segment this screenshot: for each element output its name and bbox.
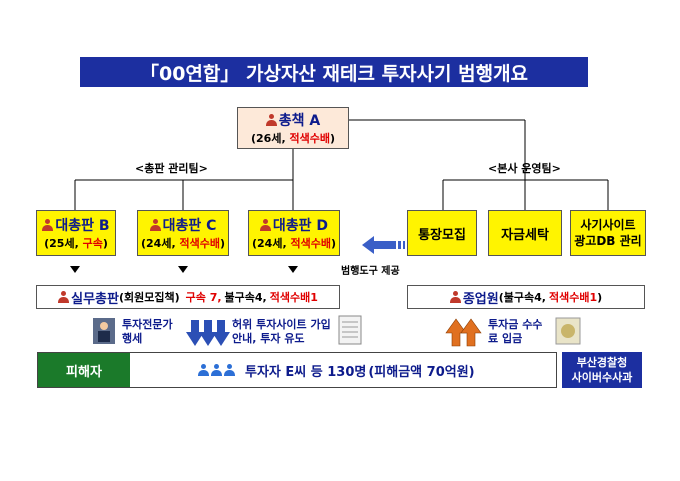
distributor-close: ): [219, 237, 225, 250]
down-arrow-icon: [70, 266, 80, 273]
boss-age: (26세,: [251, 132, 290, 145]
distributor-status: 적색수배: [179, 237, 220, 250]
person-icon: [42, 219, 54, 231]
person-icon: [198, 364, 209, 376]
ops-label: 자금세탁: [501, 227, 549, 243]
practical-wanted: 적색수배1: [269, 291, 318, 304]
distributor-age: (25세,: [44, 237, 83, 250]
distributor-box-d: 대총판 D (24세, 적색수배): [248, 210, 340, 256]
staff-box: 종업원 (불구속4, 적색수배1 ): [407, 285, 645, 309]
boss-status: 적색수배: [289, 132, 330, 145]
victim-tag: 피해자: [38, 353, 130, 387]
staff-close: ): [597, 290, 603, 304]
down-arrow-icon: [178, 266, 188, 273]
ops-box-account: 통장모집: [407, 210, 477, 256]
distributor-status: 적색수배: [290, 237, 331, 250]
person-icon: [58, 291, 70, 303]
page-title: 「00연합」 가상자산 재테크 투자사기 범행개요: [80, 57, 588, 87]
distributor-status: 구속: [82, 237, 103, 250]
person-icon: [211, 364, 222, 376]
practical-name: 실무총판: [71, 291, 119, 307]
person-icon: [149, 219, 161, 231]
police-badge: 부산경찰청 사이버수사과: [562, 352, 642, 388]
distributor-name: 대총판 C: [162, 218, 217, 234]
caption-expert: 투자전문가 행세: [122, 318, 173, 345]
tool-label: 범행도구 제공: [341, 266, 400, 277]
staff-status: (불구속4,: [498, 291, 546, 304]
practical-not-detained: 불구속4,: [224, 291, 267, 304]
person-icon: [224, 364, 235, 376]
victim-bar: 피해자 투자자 E씨 등 130명 (피해금액 70억원): [37, 352, 557, 388]
boss-box: 총책 A (26세, 적색수배): [237, 107, 349, 149]
victim-text: 투자자 E씨 등 130명: [245, 364, 367, 380]
document-icon: [338, 315, 362, 345]
distributor-name: 대총판 B: [55, 218, 110, 234]
boss-close: ): [329, 132, 335, 145]
distributor-close: ): [102, 237, 108, 250]
distributor-box-c: 대총판 C (24세, 적색수배): [137, 210, 229, 256]
staff-wanted: 적색수배1: [548, 291, 598, 304]
fee-arrows-icon: [445, 318, 482, 347]
ops-label: 사기사이트 광고DB 관리: [574, 218, 642, 248]
distributor-name: 대총판 D: [272, 218, 329, 234]
tool-arrow-icon: [362, 236, 405, 254]
caption-fee: 투자금 수수료 입금: [488, 318, 543, 345]
staff-name: 종업원: [462, 291, 499, 307]
distributor-age: (24세,: [141, 237, 180, 250]
victim-damage: (피해금액 70억원): [368, 364, 475, 380]
distributor-box-b: 대총판 B (25세, 구속): [36, 210, 116, 256]
caption-fake-site: 허위 투자사이트 가입안내, 투자 유도: [232, 318, 331, 345]
police-line1: 부산경찰청: [576, 356, 628, 369]
expert-icon: [93, 318, 115, 344]
boss-name: 총책 A: [278, 113, 321, 129]
money-icon: [555, 317, 581, 345]
police-line2: 사이버수사과: [571, 371, 633, 384]
distributor-close: ): [330, 237, 336, 250]
practical-box: 실무총판 (회원모집책) 구속 7, 불구속4, 적색수배1: [36, 285, 340, 309]
ops-box-site: 사기사이트 광고DB 관리: [570, 210, 646, 256]
person-icon: [259, 219, 271, 231]
fake-site-arrows-icon: [186, 320, 230, 346]
team-left-label: <총판 관리팀>: [135, 162, 208, 175]
practical-detained: 구속 7,: [185, 291, 222, 304]
ops-label: 통장모집: [418, 227, 466, 243]
person-icon: [449, 291, 461, 303]
person-icon: [265, 114, 277, 126]
team-right-label: <본사 운영팀>: [488, 162, 561, 175]
ops-box-laundering: 자금세탁: [488, 210, 562, 256]
practical-role: (회원모집책): [118, 291, 180, 304]
victim-content: 투자자 E씨 등 130명 (피해금액 70억원): [198, 353, 475, 387]
down-arrow-icon: [288, 266, 298, 273]
distributor-age: (24세,: [252, 237, 291, 250]
